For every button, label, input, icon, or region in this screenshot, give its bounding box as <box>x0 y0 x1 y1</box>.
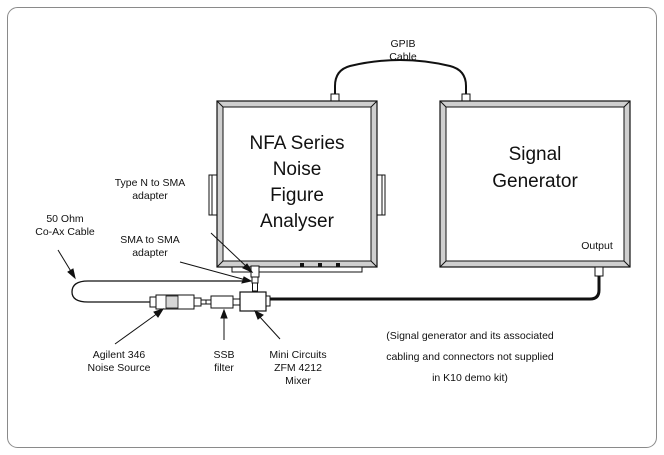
type-n-adapter-label-line2: adapter <box>132 190 168 202</box>
nfa-label-line4: Analyser <box>260 211 334 232</box>
adapter-stack <box>250 265 260 292</box>
noise-source <box>149 294 207 310</box>
ssb-filter-label: SSB filter <box>204 349 244 375</box>
gpib-label-line2: Cable <box>389 51 417 63</box>
supply-note-line2: cabling and connectors not supplied <box>386 351 554 363</box>
mixer-label-line3: Mixer <box>285 375 311 387</box>
nfa-label-line3: Figure <box>270 185 324 206</box>
type-n-adapter-label-line1: Type N to SMA <box>114 177 186 189</box>
sma-adapter-label-line1: SMA to SMA <box>120 234 180 246</box>
mixer-label-line2: ZFM 4212 <box>274 362 322 374</box>
callout-arrows <box>57 232 281 345</box>
sma-adapter-label-line2: adapter <box>132 247 168 259</box>
coax-cable-label-line1: 50 Ohm <box>46 213 84 225</box>
signal-generator-label-line1: Signal <box>508 144 562 165</box>
diagram-frame <box>7 7 657 448</box>
noise-source-label-line1: Agilent 346 <box>92 349 146 361</box>
mixer-label-line1: Mini Circuits <box>269 349 327 361</box>
ssb-filter-label-line2: filter <box>214 362 234 374</box>
signal-generator-label: Signal Generator <box>446 141 624 195</box>
signal-generator-label-line2: Generator <box>492 171 578 192</box>
coax-cable-label: 50 Ohm Co-Ax Cable <box>25 213 105 239</box>
nfa-label: NFA Series Noise Figure Analyser <box>223 131 371 235</box>
mixer-label: Mini Circuits ZFM 4212 Mixer <box>258 349 338 388</box>
supply-note-line1: (Signal generator and its associated <box>386 330 554 342</box>
ssb-filter-label-line1: SSB <box>213 349 235 361</box>
coax-cable-label-line2: Co-Ax Cable <box>35 226 95 238</box>
gpib-label-line1: GPIB <box>390 38 416 50</box>
mixer <box>239 291 271 312</box>
noise-source-label: Agilent 346 Noise Source <box>78 349 160 375</box>
gpib-cable <box>330 59 471 102</box>
type-n-adapter-label: Type N to SMA adapter <box>100 177 200 203</box>
supply-note: (Signal generator and its associated cab… <box>360 326 580 389</box>
supply-note-line3: in K10 demo kit) <box>432 372 508 384</box>
lo-cable <box>268 276 601 301</box>
signal-generator-box <box>439 100 631 277</box>
output-label: Output <box>581 240 613 252</box>
nfa-label-line1: NFA Series <box>249 133 345 154</box>
nfa-label-line2: Noise <box>272 159 322 180</box>
ssb-filter <box>205 295 241 309</box>
nfa-analyser-box <box>208 100 386 273</box>
coax-cable <box>71 280 246 303</box>
sma-adapter-label: SMA to SMA adapter <box>105 234 195 260</box>
gpib-label: GPIB Cable <box>378 38 428 64</box>
noise-source-label-line2: Noise Source <box>87 362 151 374</box>
